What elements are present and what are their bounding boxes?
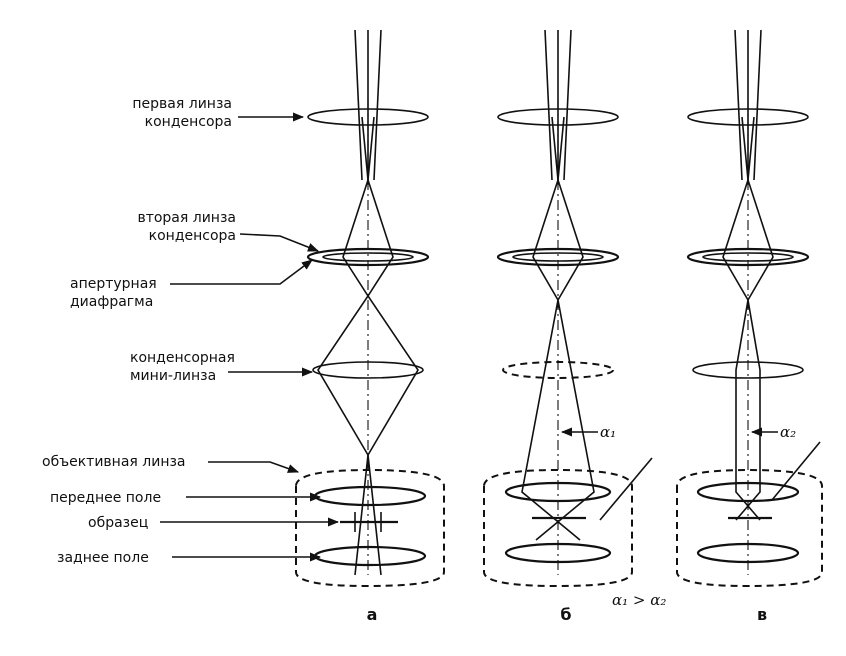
second-condenser-lens-inner-a — [322, 252, 414, 262]
panel-label-c: в — [757, 605, 767, 624]
rays-b — [521, 116, 595, 541]
back-field-lens-b — [504, 542, 612, 564]
panel-label-a: а — [367, 605, 378, 624]
specimen-a — [340, 512, 398, 532]
front-field-lens-a — [313, 485, 427, 507]
leader-objective — [208, 461, 300, 473]
objective-lens-housing-a — [295, 468, 445, 588]
objective-lens-housing-b — [483, 468, 633, 588]
label-first-lens-2: конденсора — [145, 114, 232, 130]
alpha1-label: α₁ — [600, 423, 616, 441]
leader-second-lens — [239, 233, 320, 252]
label-second-lens-2: конденсора — [149, 228, 236, 244]
panel-a — [295, 29, 445, 588]
leader-aperture — [170, 259, 313, 285]
front-field-lens-b — [504, 481, 612, 503]
label-specimen: образец — [88, 515, 148, 531]
label-aperture-2: диафрагма — [70, 294, 153, 310]
label-minilens-1: конденсорная — [130, 350, 235, 366]
front-field-lens-c — [696, 481, 800, 503]
first-condenser-lens-b — [497, 108, 619, 126]
rays-a — [317, 116, 419, 576]
panel-c — [676, 29, 823, 588]
second-condenser-lens-inner-b — [512, 252, 604, 262]
second-condenser-lens-a — [306, 247, 430, 267]
label-aperture-1: апертурная — [70, 276, 157, 292]
label-objective: объективная линза — [42, 454, 186, 470]
label-front-field: переднее поле — [50, 490, 161, 506]
label-second-lens-1: вторая линза — [137, 210, 236, 226]
second-condenser-lens-inner-c — [702, 252, 794, 262]
alpha2-label: α₂ — [780, 423, 796, 441]
second-condenser-lens-c — [686, 247, 810, 267]
alpha1-leader — [599, 457, 653, 521]
back-field-lens-c — [696, 542, 800, 564]
back-field-lens-a — [313, 545, 427, 567]
panel-label-b: б — [560, 605, 571, 624]
label-minilens-2: мини-линза — [130, 368, 216, 384]
alpha-relation: α₁ > α₂ — [612, 591, 666, 609]
rays-c — [722, 116, 774, 521]
labels-left: первая линза конденсора вторая линза кон… — [42, 96, 340, 566]
first-condenser-lens-a — [307, 108, 429, 126]
condenser-minilens-c — [692, 361, 804, 379]
label-back-field: заднее поле — [57, 550, 149, 566]
alpha2-leader — [771, 441, 821, 501]
panel-b — [483, 29, 653, 588]
condenser-minilens-off-b — [502, 361, 614, 379]
label-first-lens-1: первая линза — [132, 96, 232, 112]
second-condenser-lens-b — [496, 247, 620, 267]
first-condenser-lens-c — [687, 108, 809, 126]
objective-lens-housing-c — [676, 468, 823, 588]
